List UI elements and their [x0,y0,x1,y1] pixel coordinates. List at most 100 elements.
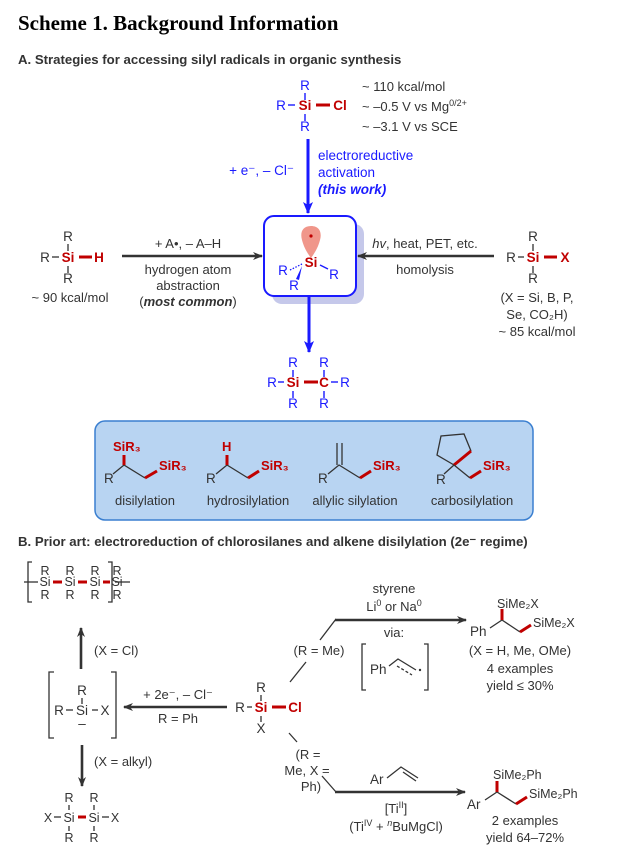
start-chlorosilane-structure: R R Si Cl X [235,680,302,736]
chlorosilane-bde: ~ 110 kcal/mol [362,79,445,94]
svg-text:Si: Si [527,250,540,265]
reduction-r-ph: R = Ph [158,711,198,726]
svg-text:SiR₃: SiR₃ [113,439,141,454]
reaction-types-box [94,420,534,521]
r-me-x-ph-line-1: (R = [296,747,321,762]
reduction-conditions: + 2e⁻, – Cl⁻ [143,687,213,702]
top-route-connector-lower [289,661,307,683]
homolysis-label: homolysis [396,262,454,277]
hydrosilane-bde: ~ 90 kcal/mol [32,290,109,305]
radical-dot [309,234,313,238]
alkali-metal-reagent: Li0 or Na0 [366,598,422,614]
svg-text:Si: Si [64,575,75,589]
svg-text:R: R [300,78,310,93]
svg-text:SiMe₂Ph: SiMe₂Ph [493,768,542,782]
svg-text:R: R [278,263,288,278]
svg-text:Si: Si [39,575,50,589]
svg-text:R: R [63,229,73,244]
silyl-x-structure: R R Si X R [506,229,569,286]
svg-text:Si: Si [111,575,122,589]
silyl-x-note-2: Se, CO₂H) [506,307,567,322]
bottom-route-product: SiMe₂Ph Ar SiMe₂Ph [467,768,578,812]
top-route-x-note: (X = H, Me, OMe) [469,643,571,658]
section-b-heading: B. Prior art: electroreduction of chloro… [18,534,528,549]
svg-text:R: R [329,267,339,282]
svg-text:R: R [289,278,299,293]
silyl-alkane-product: R R Si C R R R R [267,355,350,411]
svg-text:X: X [111,811,120,825]
sp3-orbital-lobe [301,226,321,258]
svg-text:R: R [64,791,73,805]
svg-text:R: R [54,703,64,718]
homolysis-conditions: hv, heat, PET, etc. [372,236,478,251]
this-work-label: (this work) [318,182,387,197]
hat-label-2: abstraction [156,278,220,293]
svg-text:H: H [222,439,231,454]
svg-text:Si: Si [63,811,74,825]
svg-text:R: R [40,564,49,578]
electroreductive-label-1: electroreductive [318,148,413,163]
svg-text:R: R [65,564,74,578]
svg-text:–: – [78,716,86,731]
svg-text:X: X [256,721,265,736]
catalyst-generation: (TiIV + nBuMgCl) [349,818,443,834]
svg-text:R: R [235,700,245,715]
svg-text:R: R [300,119,310,134]
svg-text:Ph: Ph [470,624,487,639]
svg-text:X: X [100,703,109,718]
svg-text:R: R [112,588,121,602]
svg-text:Cl: Cl [333,98,347,113]
top-route-product: SiMe₂X Ph SiMe₂X [470,597,575,639]
hydrosilane-structure: R R Si H R [40,229,104,286]
electroreductive-label-2: activation [318,165,375,180]
svg-text:R: R [90,588,99,602]
top-route-examples: 4 examples [487,661,554,676]
svg-text:C: C [319,375,329,390]
svg-text:X: X [44,811,53,825]
section-a-heading: A. Strategies for accessing silyl radica… [18,52,401,67]
svg-text:Si: Si [299,98,312,113]
disilane-structure: R R X Si Si X R R [44,791,120,845]
aryl-alkene-reagent: Ar [370,766,419,787]
svg-text:R: R [89,791,98,805]
hydrosilylation-label: hydrosilylation [207,493,289,508]
x-cl-condition: (X = Cl) [94,643,138,658]
bottom-route-connector-upper [288,732,298,743]
svg-text:Cl: Cl [288,700,302,715]
svg-text:R: R [63,271,73,286]
svg-text:Si: Si [89,575,100,589]
svg-text:H: H [94,250,104,265]
svg-text:Ph: Ph [370,662,387,677]
svg-text:R: R [112,564,121,578]
silyl-x-note-1: (X = Si, B, P, [500,290,573,305]
carbosilylation-label: carbosilylation [431,493,513,508]
chlorosilane-structure: R R Si Cl R [276,78,347,134]
chlorosilane-mg-potential: ~ –0.5 V vs Mg0/2+ [362,98,467,114]
svg-text:SiMe₂X: SiMe₂X [533,616,575,630]
svg-text:Si: Si [287,375,300,390]
silyl-anion-structure: R R Si X – [48,671,117,739]
svg-text:R: R [40,250,50,265]
r-me-x-ph-line-2: Me, X = [284,763,329,778]
bottom-route-examples: 2 examples [492,813,559,828]
top-route-connector-upper [319,618,337,641]
svg-text:R: R [104,471,114,486]
r-me-condition: (R = Me) [294,643,345,658]
bottom-route-yield: yield 64–72% [486,830,564,845]
hat-reagent: + A•, – A–H [155,236,221,251]
svg-text:Si: Si [255,700,268,715]
svg-text:R: R [90,564,99,578]
x-alkyl-condition: (X = alkyl) [94,754,152,769]
svg-text:R: R [340,375,350,390]
svg-text:Ar: Ar [467,797,481,812]
styrene-reagent: styrene [373,581,416,596]
svg-text:Si: Si [88,811,99,825]
svg-text:R: R [319,355,329,370]
reaction-disilylation: SiR₃ R SiR₃ disilylation [104,439,187,508]
svg-text:SiR₃: SiR₃ [159,458,187,473]
svg-text:R: R [65,588,74,602]
polysilane-structure: R R R R Si Si Si Si R R R R [24,561,130,603]
svg-text:Si: Si [76,703,88,718]
svg-text:R: R [436,472,446,487]
chlorosilane-sce-potential: ~ –3.1 V vs SCE [362,119,458,134]
